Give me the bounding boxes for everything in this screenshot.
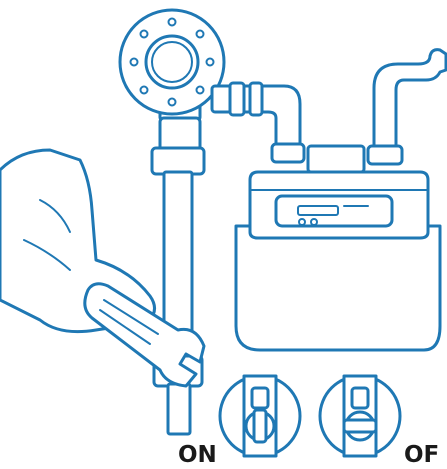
pipe-flange: [120, 10, 224, 121]
outlet-pipe: [368, 50, 446, 164]
gas-pipe-icon: [152, 118, 204, 434]
on-label: ON: [178, 442, 217, 468]
inlet-elbow-pipe: [212, 83, 304, 162]
off-label: OF: [404, 442, 439, 468]
gas-meter-icon: [236, 146, 440, 350]
valve-on-icon: [220, 376, 300, 456]
valve-off-icon: [320, 376, 400, 456]
